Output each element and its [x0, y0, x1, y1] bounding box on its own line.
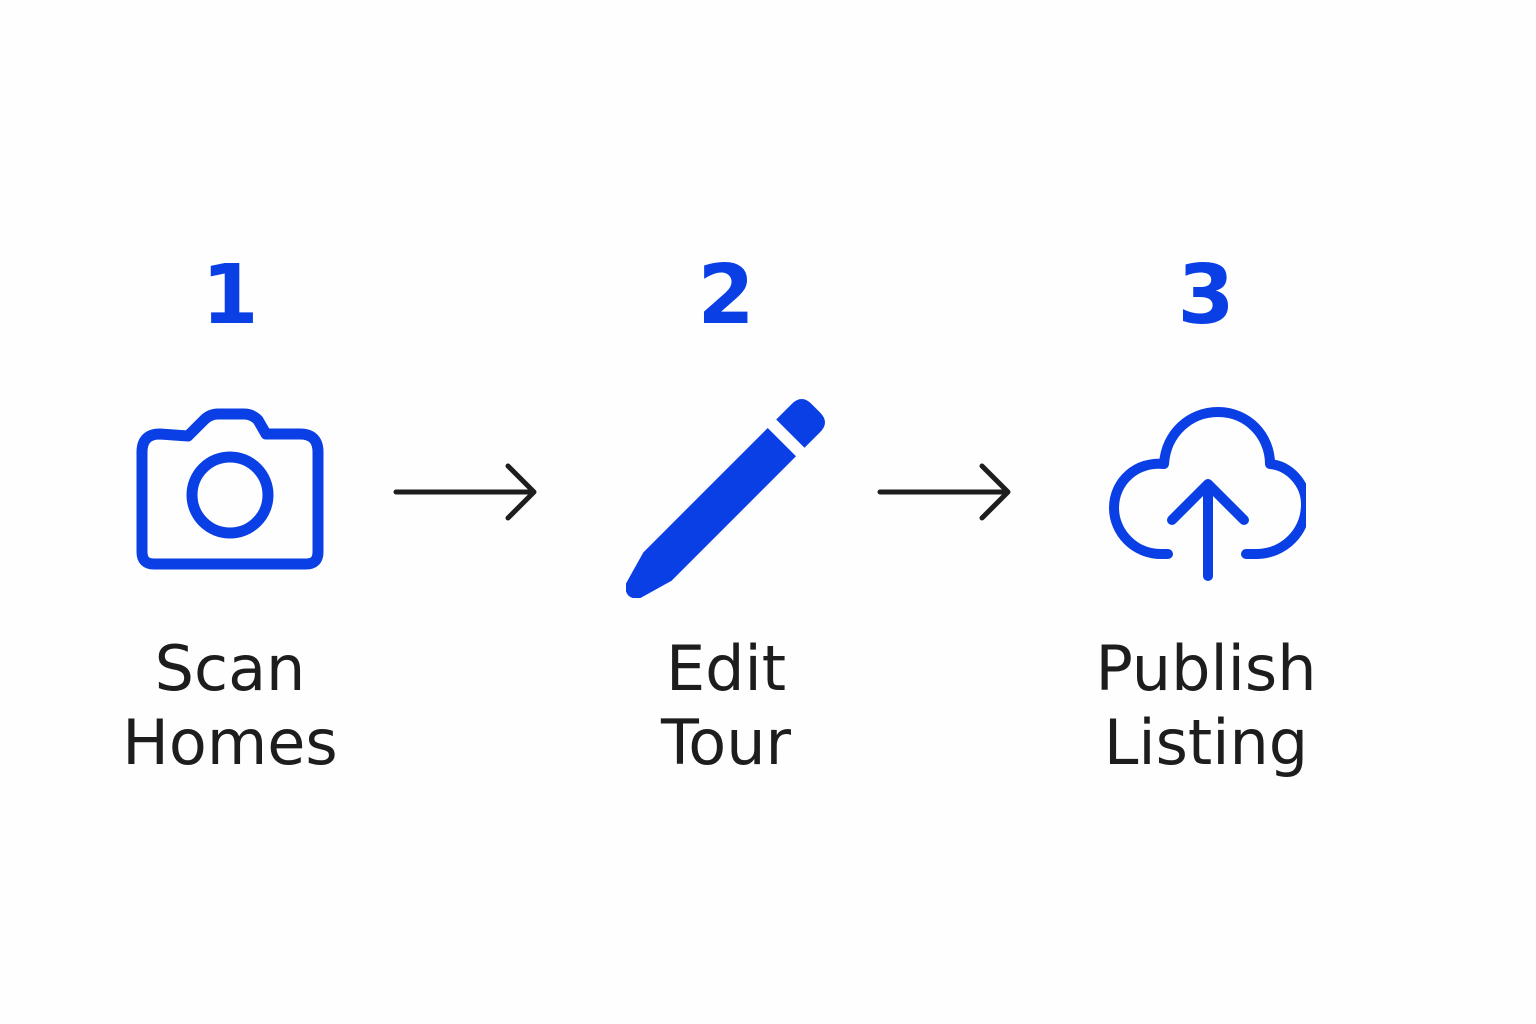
step-1-label-line1: Scan	[154, 632, 306, 705]
step-1-number: 1	[201, 248, 259, 343]
step-2-label: Edit Tour	[546, 632, 906, 780]
step-2-number: 2	[697, 248, 755, 343]
camera-icon	[130, 398, 330, 598]
arrow-right-icon	[392, 462, 542, 522]
cloud-upload-icon	[1106, 398, 1306, 598]
step-3-label-line1: Publish	[1095, 632, 1317, 705]
step-3-label: Publish Listing	[1026, 632, 1386, 780]
step-2-label-line2: Tour	[660, 706, 792, 779]
step-3-label-line2: Listing	[1103, 706, 1309, 779]
step-2-label-line1: Edit	[665, 632, 787, 705]
step-1-label: Scan Homes	[50, 632, 410, 780]
step-2: 2 Edit Tour	[546, 0, 906, 1024]
arrow-right-icon	[876, 462, 1016, 522]
step-1: 1 Scan Homes	[50, 0, 410, 1024]
step-3-number: 3	[1177, 248, 1235, 343]
step-1-label-line2: Homes	[122, 706, 338, 779]
pencil-icon	[626, 398, 826, 598]
step-3: 3 Publish Listing	[1026, 0, 1386, 1024]
